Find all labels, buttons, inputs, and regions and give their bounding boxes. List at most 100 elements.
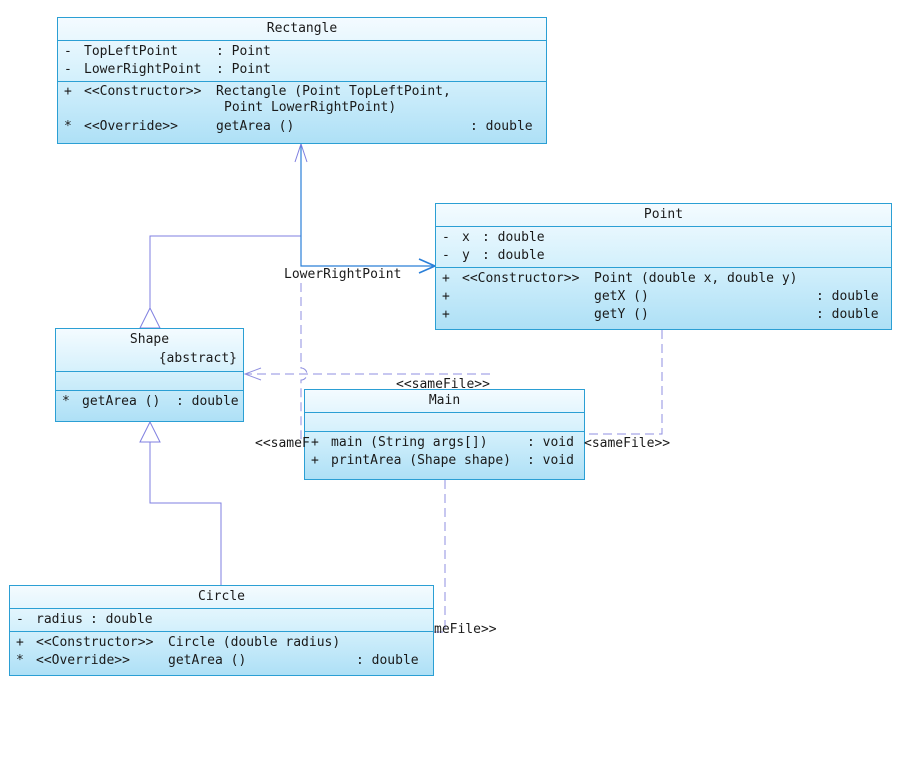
shape-dependency-arrowhead (243, 367, 262, 381)
class-rectangle[interactable]: Rectangle - TopLeftPoint : Point - Lower… (57, 17, 547, 144)
visibility: - (442, 248, 450, 263)
stereotype: <<Constructor>> (36, 635, 154, 650)
attribute-type: : double (90, 612, 153, 627)
point-operations: + <<Constructor>> Point (double x, doubl… (436, 267, 891, 326)
class-circle[interactable]: Circle - radius : double + <<Constructor… (9, 585, 434, 676)
attribute-name: x (462, 230, 470, 245)
operation-row[interactable]: * getArea () : double (62, 393, 239, 411)
rectangle-inheritance-arrowhead (139, 306, 161, 329)
stereotype: <<Override>> (36, 653, 130, 668)
operation-row[interactable]: * <<Override>> getArea () : double (64, 118, 540, 136)
operation-row[interactable]: + <<Constructor>> Rectangle (Point TopLe… (64, 84, 540, 100)
visibility: * (64, 119, 72, 134)
visibility: + (442, 307, 450, 322)
abstract-modifier: {abstract} (158, 351, 237, 366)
class-main[interactable]: Main + main (String args[]) : void + pri… (304, 389, 585, 480)
shape-attributes (56, 371, 243, 390)
rectangle-operations: + <<Constructor>> Rectangle (Point TopLe… (58, 81, 546, 138)
operation-row[interactable]: + <<Constructor>> Point (double x, doubl… (442, 270, 885, 288)
operation-row[interactable]: + getX () : double (442, 288, 885, 306)
operation-signature: Point LowerRightPoint) (224, 100, 397, 115)
visibility: + (311, 453, 319, 468)
attribute-name: LowerRightPoint (84, 62, 202, 77)
attribute-type: : double (482, 248, 545, 263)
attribute-name: y (462, 248, 470, 263)
operation-signature: getArea () (216, 119, 295, 134)
attribute-row[interactable]: - LowerRightPoint : Point (64, 61, 540, 79)
stereotype: <<Override>> (84, 119, 178, 134)
visibility: - (442, 230, 450, 245)
class-name-main: Main (428, 393, 461, 408)
operation-signature: getArea () (168, 653, 247, 668)
rectangle-attributes: - TopLeftPoint : Point - LowerRightPoint… (58, 40, 546, 81)
circle-inheritance-line (149, 442, 222, 585)
shape-operations: * getArea () : double (56, 390, 243, 413)
operation-row[interactable]: + <<Constructor>> Circle (double radius) (16, 634, 427, 652)
main-operations: + main (String args[]) : void + printAre… (305, 431, 584, 472)
attribute-row[interactable]: - radius : double (16, 611, 427, 629)
attribute-name: TopLeftPoint (84, 44, 178, 59)
attribute-row[interactable]: - y : double (442, 247, 885, 265)
visibility: + (311, 435, 319, 450)
operation-row[interactable]: * <<Override>> getArea () : double (16, 652, 427, 670)
return-type: : double (816, 307, 879, 322)
stereotype: <<Constructor>> (84, 84, 202, 99)
attribute-name: radius (36, 612, 83, 627)
visibility: * (62, 394, 70, 409)
operation-signature: Circle (double radius) (168, 635, 341, 650)
class-name-point: Point (643, 207, 684, 222)
operation-row[interactable]: + main (String args[]) : void (311, 434, 578, 452)
operation-signature: getX () (594, 289, 649, 304)
label-samefile-bottom: meFile>> (434, 622, 497, 637)
visibility: - (64, 44, 72, 59)
operation-signature: Rectangle (Point TopLeftPoint, (216, 84, 451, 99)
association-arrowhead-rectangle (294, 142, 308, 163)
attribute-type: : Point (216, 44, 271, 59)
visibility: - (16, 612, 24, 627)
circle-samefile-dependency (433, 480, 446, 633)
visibility: + (64, 84, 72, 99)
operation-signature: getY () (594, 307, 649, 322)
label-lower-right-point: LowerRightPoint (284, 267, 402, 282)
attribute-row[interactable]: - x : double (442, 229, 885, 247)
attribute-type: : Point (216, 62, 271, 77)
operation-signature: printArea (Shape shape) (331, 453, 512, 468)
operation-row[interactable]: + getY () : double (442, 306, 885, 324)
visibility: + (442, 271, 450, 286)
return-type: : double (176, 394, 239, 409)
operation-signature: Point (double x, double y) (594, 271, 798, 286)
class-name-circle: Circle (198, 589, 245, 604)
circle-attributes: - radius : double (10, 608, 433, 631)
rectangle-inheritance-line (149, 235, 301, 308)
point-samefile-dependency (585, 330, 663, 435)
main-attributes (305, 412, 584, 431)
stereotype: <<Constructor>> (462, 271, 580, 286)
operation-row[interactable]: + printArea (Shape shape) : void (311, 452, 578, 470)
association-arrowhead-point (418, 258, 437, 274)
circle-operations: + <<Constructor>> Circle (double radius)… (10, 631, 433, 672)
return-type: : double (816, 289, 879, 304)
point-attributes: - x : double - y : double (436, 226, 891, 267)
class-point[interactable]: Point - x : double - y : double + <<Cons… (435, 203, 892, 330)
operation-signature: main (String args[]) (331, 435, 488, 450)
label-samefile-top: <<sameFile>> (396, 377, 490, 392)
visibility: + (442, 289, 450, 304)
return-type: : double (470, 119, 533, 134)
attribute-row[interactable]: - TopLeftPoint : Point (64, 43, 540, 61)
operation-row[interactable]: Point LowerRightPoint) (64, 100, 540, 118)
visibility: + (16, 635, 24, 650)
return-type: : void (527, 453, 574, 468)
circle-inheritance-arrowhead (139, 420, 161, 443)
class-shape[interactable]: Shape {abstract} * getArea () : double (55, 328, 244, 422)
visibility: - (64, 62, 72, 77)
return-type: : double (356, 653, 419, 668)
label-samefile-right: <sameFile>> (584, 436, 671, 451)
operation-signature: getArea () (82, 394, 161, 409)
attribute-type: : double (482, 230, 545, 245)
return-type: : void (527, 435, 574, 450)
class-name-rectangle: Rectangle (266, 21, 338, 36)
lower-right-point-association-line (300, 144, 435, 267)
class-name-shape: Shape (129, 332, 170, 347)
visibility: * (16, 653, 24, 668)
label-samefile-left: <<sameF (255, 436, 310, 451)
